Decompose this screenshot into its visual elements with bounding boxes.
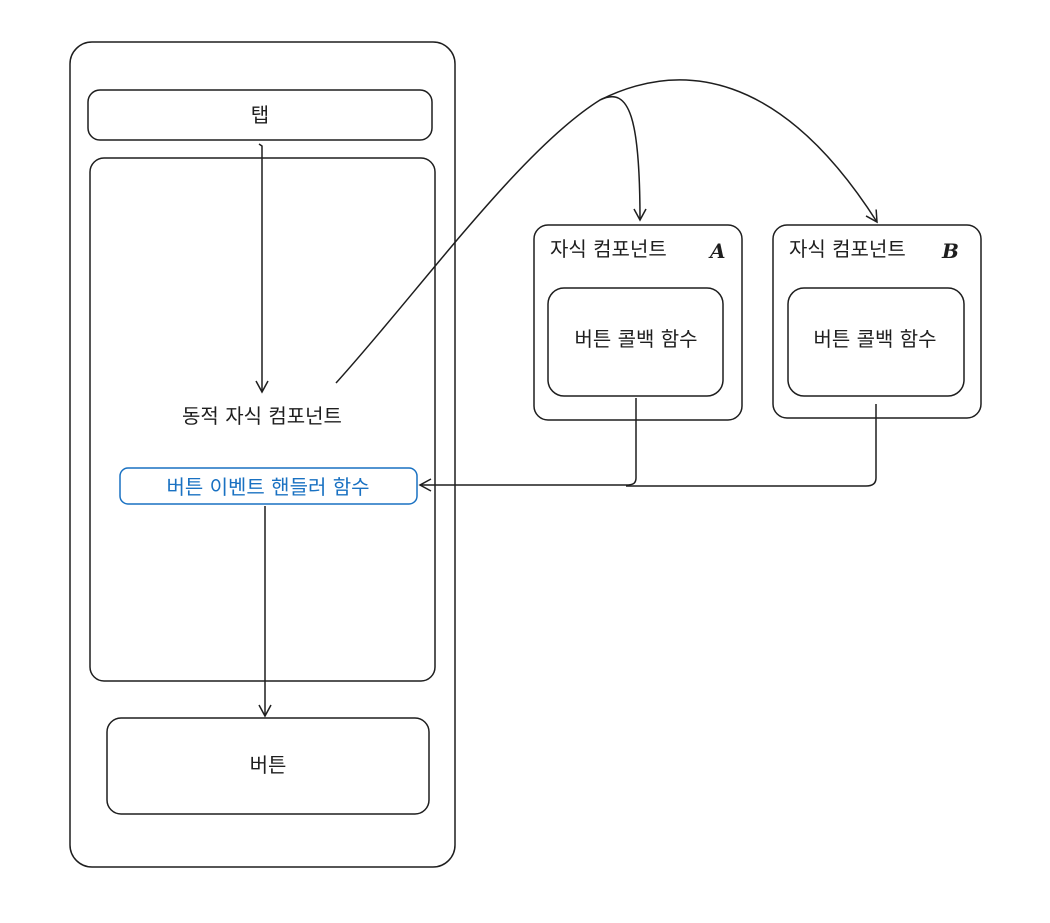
dynamic-child-node: 동적 자식 컴포넌트 bbox=[89, 157, 436, 682]
tab-node[interactable]: 탭 bbox=[87, 89, 433, 141]
dynamic-child-label: 동적 자식 컴포넌트 bbox=[182, 404, 342, 428]
child-b-title: 자식 컴포넌트 bbox=[789, 237, 906, 261]
event-handler-label: 버튼 이벤트 핸들러 함수 bbox=[166, 475, 369, 499]
arrow-callback-a-to-handler bbox=[418, 398, 637, 492]
child-b-callback-box bbox=[787, 287, 965, 397]
child-b-callback-label: 버튼 콜백 함수 bbox=[813, 327, 936, 351]
child-a-callback-box bbox=[547, 287, 724, 397]
tab-box bbox=[87, 89, 433, 141]
parent-container bbox=[69, 41, 456, 868]
button-node[interactable]: 버튼 bbox=[106, 717, 430, 815]
child-a-box bbox=[533, 224, 743, 421]
arrow-dynamic-child-to-child-b bbox=[599, 79, 878, 224]
arrow-tab-to-dynamic-child bbox=[255, 143, 269, 394]
child-b-letter: B bbox=[941, 239, 959, 263]
event-handler-node[interactable]: 버튼 이벤트 핸들러 함수 bbox=[119, 467, 418, 505]
arrow-dynamic-child-to-child-a bbox=[335, 95, 647, 384]
tab-label: 탭 bbox=[251, 103, 269, 127]
child-b-box bbox=[772, 224, 982, 419]
child-b-node[interactable]: 자식 컴포넌트 B 버튼 콜백 함수 bbox=[772, 224, 982, 419]
button-label: 버튼 bbox=[250, 753, 287, 777]
child-a-callback-label: 버튼 콜백 함수 bbox=[574, 327, 697, 351]
child-a-node[interactable]: 자식 컴포넌트 A 버튼 콜백 함수 bbox=[533, 224, 743, 421]
child-a-title: 자식 컴포넌트 bbox=[550, 237, 667, 261]
event-handler-box bbox=[119, 467, 418, 505]
button-box bbox=[106, 717, 430, 815]
arrow-callback-b-to-handler bbox=[626, 404, 877, 487]
child-a-letter: A bbox=[708, 239, 726, 263]
